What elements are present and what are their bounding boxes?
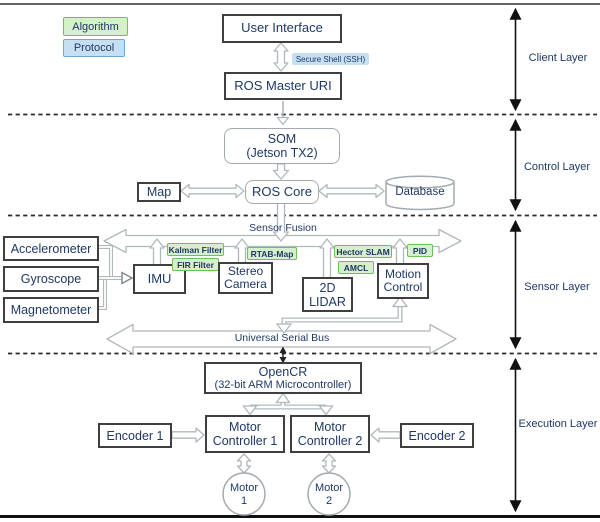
lidar-box: 2D LIDAR <box>302 277 353 312</box>
motor2-line2: 2 <box>325 494 333 507</box>
map-box: Map <box>137 182 181 202</box>
motor1-line2: 1 <box>240 494 248 507</box>
legend-protocol-chip: Protocol <box>63 39 125 57</box>
som-line1: SOM <box>267 132 297 146</box>
amcl-chip: AMCL <box>338 261 374 274</box>
stereo-to-bus-arrow <box>234 238 250 264</box>
motor-controller2-box: Motor Controller 2 <box>290 415 370 453</box>
map-roscore-double-arrow <box>180 183 245 199</box>
database-label: Database <box>395 186 445 198</box>
motor1-label: Motor 1 <box>223 482 265 507</box>
encoder1-to-mc1-arrow <box>171 427 205 443</box>
ssh-double-arrow <box>273 42 289 72</box>
mc1-motor1-double-arrow <box>236 453 252 474</box>
som-to-roscore-arrow <box>272 163 290 180</box>
fir-filter-chip: FIR Filter <box>172 258 219 271</box>
motion-usb-connector <box>275 295 409 335</box>
motor2-label: Motor 2 <box>308 482 350 507</box>
opencr-box: OpenCR (32-bit ARM Microcontroller) <box>204 362 362 394</box>
rosmaster-to-som-arrow <box>276 101 290 126</box>
lidar-line2: LIDAR <box>309 294 346 309</box>
motor1-circle <box>222 472 266 516</box>
client-layer-label: Client Layer <box>528 52 588 64</box>
gyroscope-box: Gyroscope <box>3 266 99 292</box>
ros-core-box: ROS Core <box>245 180 319 204</box>
motor1-line1: Motor <box>229 482 259 494</box>
mc2-line1: Motor <box>314 420 346 434</box>
motor-controller1-box: Motor Controller 1 <box>205 415 285 453</box>
database-cylinder <box>385 175 455 211</box>
stereo-camera-line1: Stereo <box>227 263 264 278</box>
sensor-fusion-bus-label: Sensor Fusion <box>249 222 317 234</box>
motion-control-line1: Motion <box>384 266 422 281</box>
mc1-line1: Motor <box>229 420 261 434</box>
roscore-database-double-arrow <box>318 183 385 199</box>
opencr-line1: OpenCR <box>258 364 308 379</box>
usb-bus-arrow <box>106 323 457 355</box>
roscore-to-bus-arrow <box>272 202 290 242</box>
motor2-line1: Motor <box>314 482 344 494</box>
motor2-circle <box>307 472 351 516</box>
sensor-fusion-bus-arrow <box>103 228 462 254</box>
hector-slam-chip: Hector SLAM <box>334 245 392 258</box>
encoder2-to-mc2-arrow <box>370 427 401 443</box>
encoder1-box: Encoder 1 <box>98 423 172 448</box>
encoder2-box: Encoder 2 <box>400 423 474 448</box>
lidar-line1: 2D <box>319 280 336 295</box>
imu-to-bus-arrow <box>149 238 165 266</box>
usb-opencr-arrow <box>279 346 287 364</box>
magnetometer-box: Magnetometer <box>3 297 99 323</box>
motion-control-box: Motion Control <box>377 263 429 299</box>
user-interface-box: User Interface <box>222 14 342 43</box>
opencr-line2: (32-bit ARM Microcontroller) <box>214 378 352 391</box>
mc1-line2: Controller 1 <box>212 434 278 448</box>
usb-bus-label: Universal Serial Bus <box>234 332 330 344</box>
som-line2: (Jetson TX2) <box>246 146 318 160</box>
stereo-camera-line2: Camera <box>224 277 267 291</box>
mc2-line2: Controller 2 <box>297 434 363 448</box>
rtab-map-chip: RTAB-Map <box>247 247 297 260</box>
motion-to-bus-arrow <box>392 238 408 265</box>
ros-master-uri-box: ROS Master URI <box>224 72 342 100</box>
accelerometer-box: Accelerometer <box>3 236 99 261</box>
mc2-motor2-double-arrow <box>321 453 337 474</box>
execution-layer-label: Execution Layer <box>518 418 598 430</box>
som-box: SOM (Jetson TX2) <box>224 128 340 164</box>
ssh-protocol-chip: Secure Shell (SSH) <box>292 53 369 65</box>
lidar-to-bus-arrow <box>319 238 335 279</box>
pid-chip: PID <box>407 244 433 257</box>
motion-control-line2: Control <box>383 280 423 294</box>
sensors-to-imu-connector <box>99 245 134 310</box>
opencr-branch-connector <box>242 392 334 416</box>
legend-algorithm-chip: Algorithm <box>63 17 128 36</box>
control-layer-label: Control Layer <box>523 161 591 173</box>
sensor-layer-label: Sensor Layer <box>524 281 590 293</box>
kalman-filter-chip: Kalman Filter <box>167 243 224 256</box>
stereo-camera-box: Stereo Camera <box>218 262 273 294</box>
